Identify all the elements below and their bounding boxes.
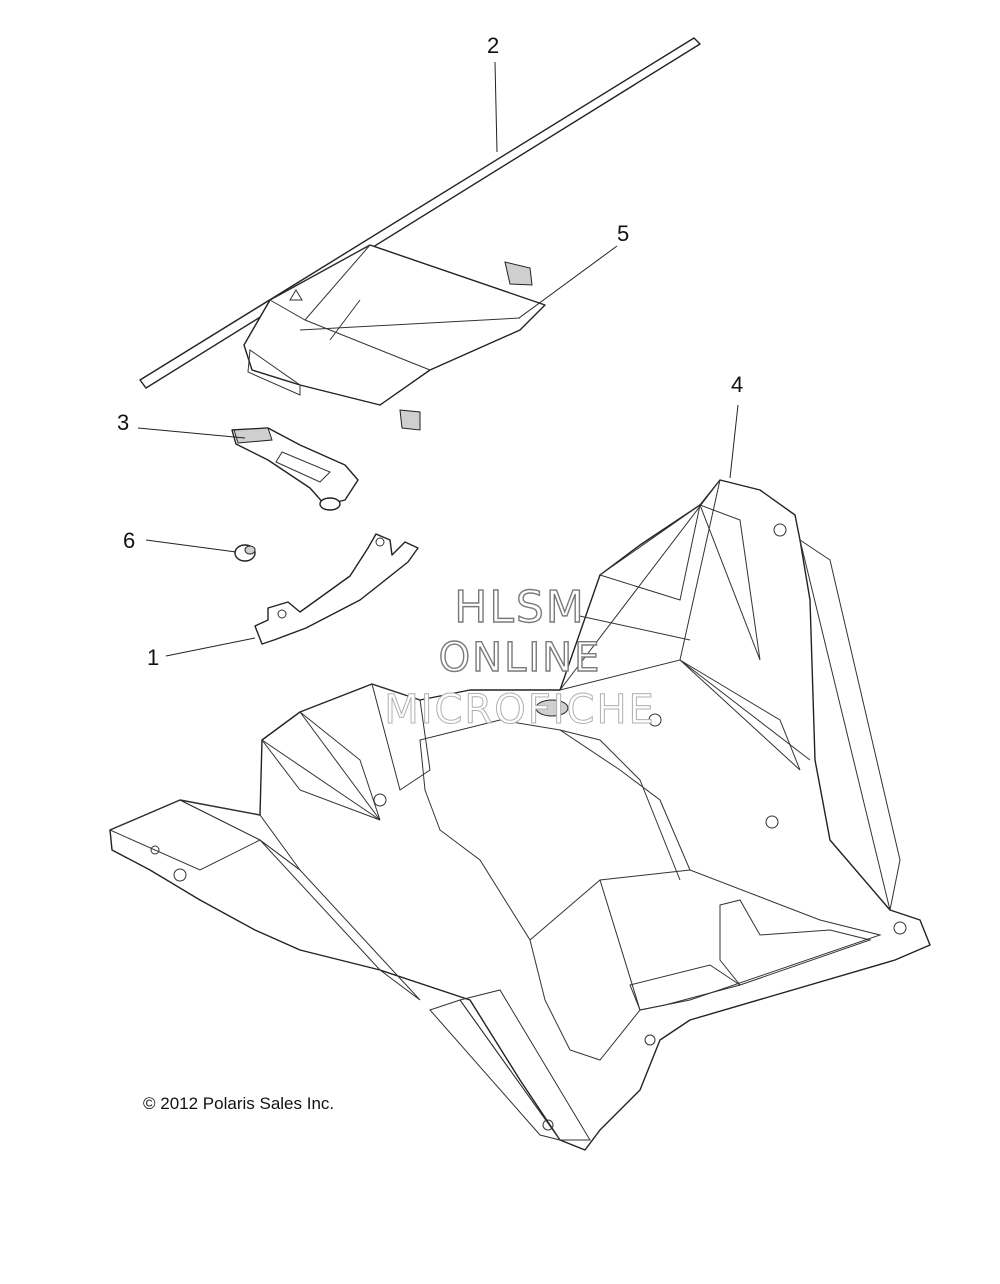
- leader-2: [494, 61, 498, 153]
- callout-6: 6: [123, 528, 136, 553]
- part-3-latch: [231, 427, 359, 511]
- leader-4: [729, 404, 739, 479]
- part-1-bracket: [254, 533, 419, 645]
- leader-6: [145, 539, 237, 553]
- callout-4: 4: [731, 372, 744, 397]
- leader-3: [137, 427, 246, 439]
- callout-1: 1: [147, 645, 160, 670]
- leader-1: [165, 637, 256, 657]
- callout-3: 3: [117, 410, 130, 435]
- part-6-fastener: [234, 544, 256, 562]
- callout-2: 2: [487, 33, 500, 58]
- watermark-line-1: HLSM: [454, 582, 586, 633]
- callout-5: 5: [617, 221, 630, 246]
- copyright-notice: © 2012 Polaris Sales Inc.: [143, 1094, 335, 1113]
- part-5-lid: [243, 244, 546, 431]
- watermark-line-3: MICROFICHE: [384, 687, 656, 733]
- part-4-body: [108, 479, 931, 1151]
- watermark-line-2: ONLINE: [438, 635, 602, 681]
- leader-5: [518, 245, 618, 319]
